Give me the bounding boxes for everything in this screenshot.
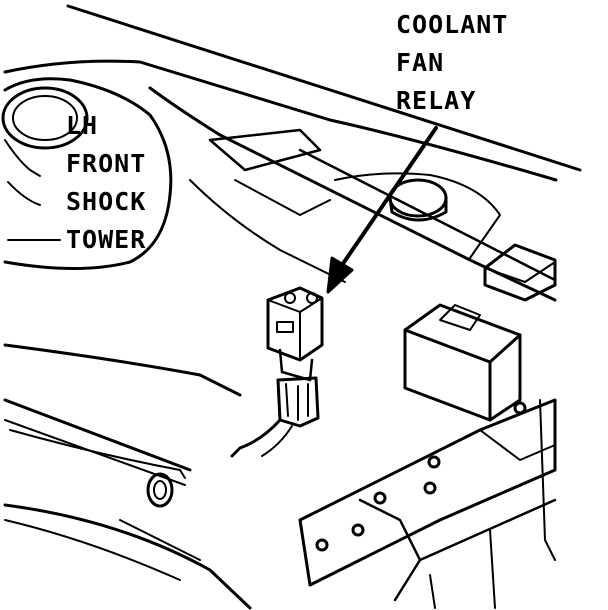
bolt-hole [351, 523, 365, 537]
reservoir-cap-drawing [334, 172, 501, 259]
bolt-hole [427, 455, 441, 469]
bolt-holes [315, 401, 527, 552]
relay-pointer-arrow [326, 126, 438, 294]
callout-line: COOLANT [396, 10, 509, 39]
callout-line: RELAY [396, 86, 477, 115]
fuse-block-drawing [483, 243, 557, 302]
callout-line: FRONT [66, 149, 147, 178]
radiator-support-drawing [3, 343, 252, 610]
battery-box-drawing [403, 303, 522, 422]
callout-line: SHOCK [66, 187, 147, 216]
coolant-fan-relay-callout: COOLANT FAN RELAY [396, 6, 508, 120]
callout-line: FAN [396, 48, 445, 77]
hood-edge-line [66, 4, 582, 172]
callout-line: TOWER [66, 225, 147, 254]
bolt-hole [315, 538, 329, 552]
bolt-hole [373, 491, 387, 505]
lower-bracket-drawing [298, 398, 557, 609]
shock-tower-callout: LH FRONT SHOCK TOWER [66, 107, 146, 259]
shock-tower-drawing [1, 77, 173, 270]
strut-brace-line [148, 86, 557, 302]
coolant-fan-relay-drawing [230, 286, 324, 458]
fender-top-line [3, 59, 558, 182]
bolt-hole [423, 481, 437, 495]
bolt-hole [513, 401, 527, 415]
callout-line: LH [66, 111, 99, 140]
